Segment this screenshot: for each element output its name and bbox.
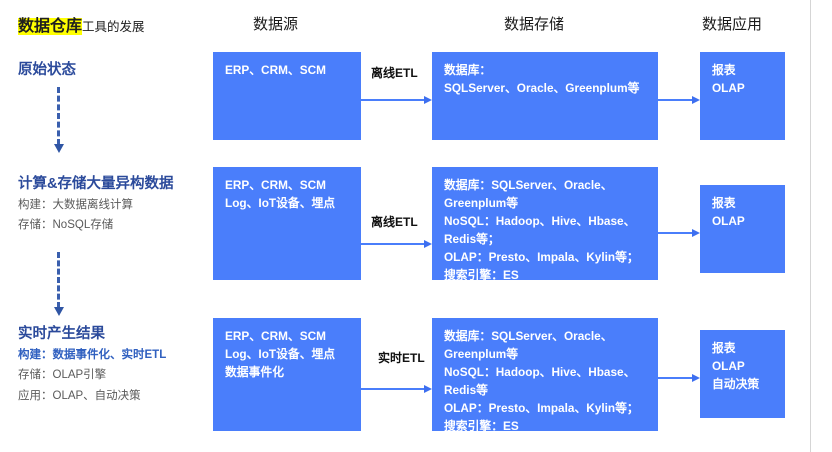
arrow-shaft [361, 99, 425, 101]
data-storage-line: NoSQL：Hadoop、Hive、Hbase、 [444, 364, 636, 379]
data-storage-line: Greenplum等 [444, 195, 519, 210]
dashed-line [57, 252, 60, 308]
dashed-line [57, 87, 60, 145]
data-application-box-row2: 报表 OLAP [700, 185, 785, 273]
data-source-line: ERP、CRM、SCM [225, 329, 326, 343]
stage-subline-3-2: 存储：OLAP引擎 [18, 369, 107, 382]
data-storage-line: Redis等 [444, 382, 488, 397]
arrow-source-to-storage-row3 [361, 384, 432, 394]
slide-right-border [810, 0, 811, 452]
data-application-box-row1: 报表 OLAP [700, 52, 785, 140]
data-source-box-row2: ERP、CRM、SCM Log、IoT设备、埋点 [213, 167, 361, 280]
stage-subline-2-2: 存储：NoSQL存储 [18, 219, 114, 232]
etl-label-row3: 实时ETL [378, 351, 425, 365]
stage-transition-arrow-1 [54, 87, 64, 153]
arrow-storage-to-application-row1 [658, 95, 700, 105]
stage-title-2: 计算&存储大量异构数据 [18, 176, 174, 192]
data-storage-line: NoSQL：Hadoop、Hive、Hbase、 [444, 213, 636, 228]
data-application-box-row3: 报表 OLAP 自动决策 [700, 330, 785, 418]
arrow-head-icon [692, 95, 700, 104]
arrow-head-icon [424, 95, 432, 104]
stage-subline-2-1: 构建：大数据离线计算 [18, 199, 133, 211]
data-storage-box-row2: 数据库：SQLServer、Oracle、 Greenplum等 NoSQL：H… [432, 167, 658, 280]
column-header-data-storage: 数据存储 [504, 16, 565, 33]
arrow-shaft [658, 99, 693, 101]
data-source-line: 数据事件化 [225, 364, 284, 379]
arrow-storage-to-application-row3 [658, 373, 700, 383]
data-source-line: Log、IoT设备、埋点 [225, 195, 336, 210]
stage-block-1: 原始状态 [18, 58, 208, 79]
arrow-head-icon [424, 239, 432, 248]
data-source-line: ERP、CRM、SCM [225, 63, 326, 77]
data-application-line: 报表 [712, 196, 736, 210]
etl-label-row2: 离线ETL [371, 215, 418, 229]
data-source-line: ERP、CRM、SCM [225, 178, 326, 192]
data-storage-line: OLAP：Presto、Impala、Kylin等； [444, 249, 639, 264]
data-application-line: 报表 [712, 63, 736, 77]
data-storage-box-row3: 数据库：SQLServer、Oracle、 Greenplum等 NoSQL：H… [432, 318, 658, 431]
data-source-box-row1: ERP、CRM、SCM [213, 52, 361, 140]
data-application-line: OLAP [712, 213, 745, 228]
data-storage-line: 搜索引擎：ES [444, 267, 519, 280]
arrow-head-icon [424, 384, 432, 393]
stage-title-3: 实时产生结果 [18, 326, 105, 342]
data-storage-line: 数据库：SQLServer、Oracle、 [444, 178, 613, 192]
arrow-head-icon [54, 307, 64, 316]
arrow-shaft [658, 377, 693, 379]
data-source-line: Log、IoT设备、埋点 [225, 346, 336, 361]
data-storage-line: 数据库：SQLServer、Oracle、 [444, 329, 613, 343]
data-application-line: 自动决策 [712, 376, 760, 391]
data-storage-line: SQLServer、Oracle、Greenplum等 [444, 80, 640, 95]
page-title-rest: 工具的发展 [82, 20, 145, 34]
data-storage-line: Greenplum等 [444, 346, 519, 361]
stage-title-1: 原始状态 [18, 62, 76, 78]
arrow-source-to-storage-row2 [361, 239, 432, 249]
arrow-head-icon [54, 144, 64, 153]
arrow-source-to-storage-row1 [361, 95, 432, 105]
arrow-shaft [361, 388, 425, 390]
arrow-shaft [658, 232, 693, 234]
data-application-line: OLAP [712, 80, 745, 95]
arrow-head-icon [692, 228, 700, 237]
arrow-shaft [361, 243, 425, 245]
stage-subline-3-1: 构建：数据事件化、实时ETL [18, 349, 167, 361]
page-title-highlight: 数据仓库 [18, 18, 83, 35]
data-application-line: OLAP [712, 358, 745, 373]
data-application-line: 报表 [712, 341, 736, 355]
data-source-box-row3: ERP、CRM、SCM Log、IoT设备、埋点 数据事件化 [213, 318, 361, 431]
data-storage-box-row1: 数据库： SQLServer、Oracle、Greenplum等 [432, 52, 658, 140]
column-header-data-source: 数据源 [253, 16, 299, 33]
data-storage-line: 数据库： [444, 63, 492, 77]
column-header-data-application: 数据应用 [702, 16, 763, 33]
arrow-head-icon [692, 373, 700, 382]
stage-transition-arrow-2 [54, 252, 64, 316]
stage-block-2: 计算&存储大量异构数据 构建：大数据离线计算 存储：NoSQL存储 [18, 172, 208, 234]
etl-label-row1: 离线ETL [371, 66, 418, 80]
page-title: 数据仓库工具的发展 [18, 12, 145, 36]
stage-block-3: 实时产生结果 构建：数据事件化、实时ETL 存储：OLAP引擎 应用：OLAP、… [18, 322, 208, 404]
data-storage-line: Redis等； [444, 231, 500, 246]
arrow-storage-to-application-row2 [658, 228, 700, 238]
stage-subline-3-3: 应用：OLAP、自动决策 [18, 389, 141, 402]
data-storage-line: OLAP：Presto、Impala、Kylin等； [444, 400, 639, 415]
data-storage-line: 搜索引擎：ES [444, 418, 519, 431]
